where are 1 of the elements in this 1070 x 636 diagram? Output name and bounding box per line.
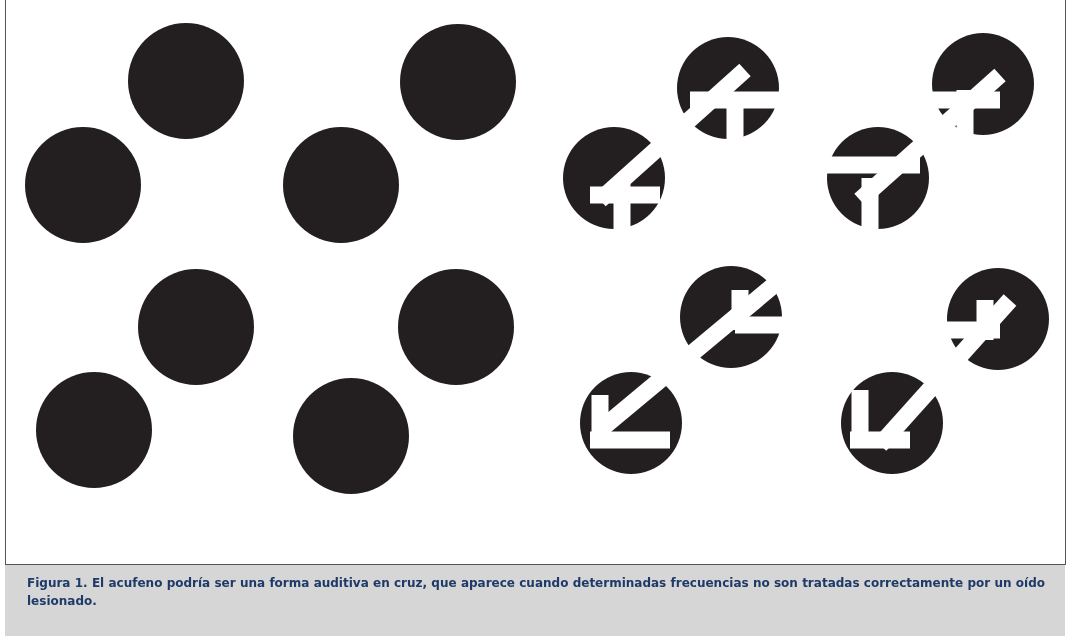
figure-caption: Figura 1. El acufeno podría ser una forma auditiva en cruz, que aparece cuando determinadas frecuencias no son tratadas correctamente por un oído lesionado. xyxy=(27,575,1045,610)
